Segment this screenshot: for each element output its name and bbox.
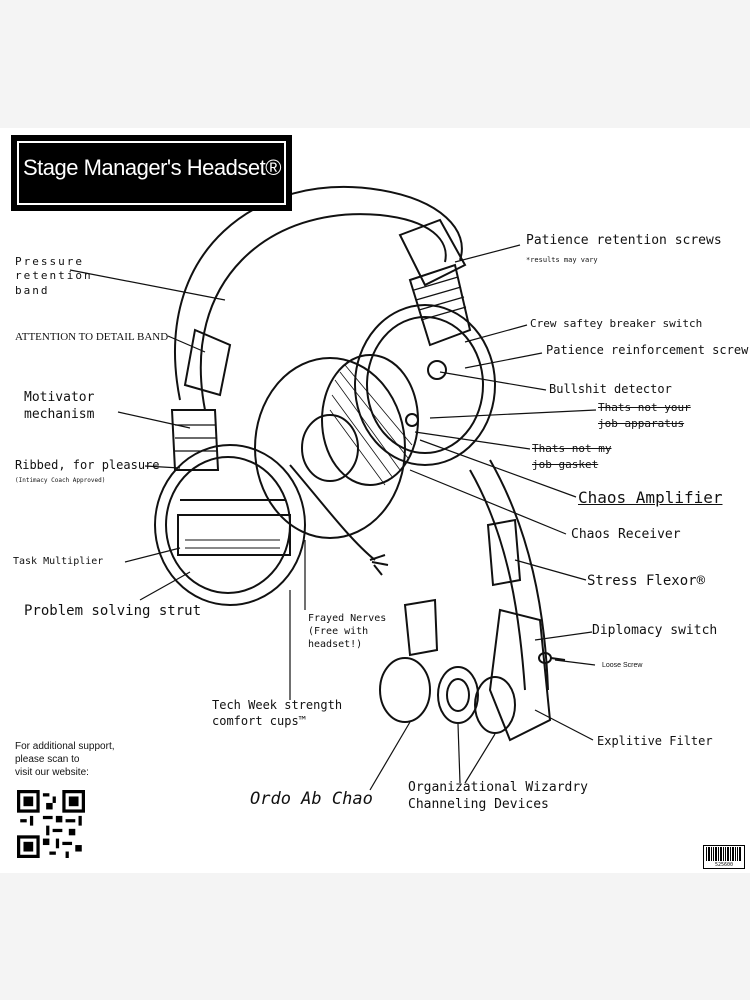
label-pressure-band: Pressure retention band <box>15 255 93 297</box>
barcode-bars <box>706 847 741 861</box>
label-crew-switch: Crew saftey breaker switch <box>530 317 703 330</box>
label-stress-flexor: Stress Flexor® <box>587 573 706 589</box>
label-chaos-receiver: Chaos Receiver <box>571 527 681 542</box>
label-task-multiplier: Task Multiplier <box>13 556 104 567</box>
label-attention-band: ATTENTION TO DETAIL BAND <box>15 331 169 343</box>
label-ordo-ab-chao: Ordo Ab Chao <box>250 789 373 809</box>
label-frayed-nerves: Frayed Nerves (Free with headset!) <box>308 613 387 650</box>
label-org-wizardry: Organizational Wizardry Channeling Devic… <box>408 780 589 812</box>
label-motivator: Motivator mechanism <box>24 390 95 422</box>
poster-background <box>0 128 750 873</box>
label-loose-screw: Loose Screw <box>602 662 643 669</box>
label-patience-screws: Patience retention screws <box>526 233 722 248</box>
title-box: Stage Manager's Headset® <box>11 135 292 211</box>
label-patience-reinforcement: Patience reinforcement screw <box>546 343 749 357</box>
barcode: 525600 <box>703 845 745 869</box>
label-tech-week: Tech Week strength comfort cups™ <box>212 698 343 728</box>
barcode-number: 525600 <box>714 862 734 868</box>
label-ribbed: Ribbed, for pleasure <box>15 458 160 472</box>
label-not-your-job: Thats not your job apparatus <box>598 401 691 430</box>
label-bs-detector: Bullshit detector <box>549 382 672 396</box>
label-chaos-amplifier: Chaos Amplifier <box>578 488 723 507</box>
label-explitive-filter: Explitive Filter <box>597 734 713 748</box>
title: Stage Manager's Headset® <box>23 155 281 180</box>
qr-code[interactable] <box>17 790 85 858</box>
support-text: For additional support, please scan to v… <box>15 741 115 778</box>
label-results-vary: *results may vary <box>526 256 598 264</box>
label-problem-strut: Problem solving strut <box>24 603 202 619</box>
label-diplomacy: Diplomacy switch <box>592 623 718 638</box>
label-not-my-job: Thats not my job gasket <box>532 442 612 471</box>
label-intimacy: (Intimacy Coach Approved) <box>15 477 106 484</box>
title-border <box>17 141 286 205</box>
